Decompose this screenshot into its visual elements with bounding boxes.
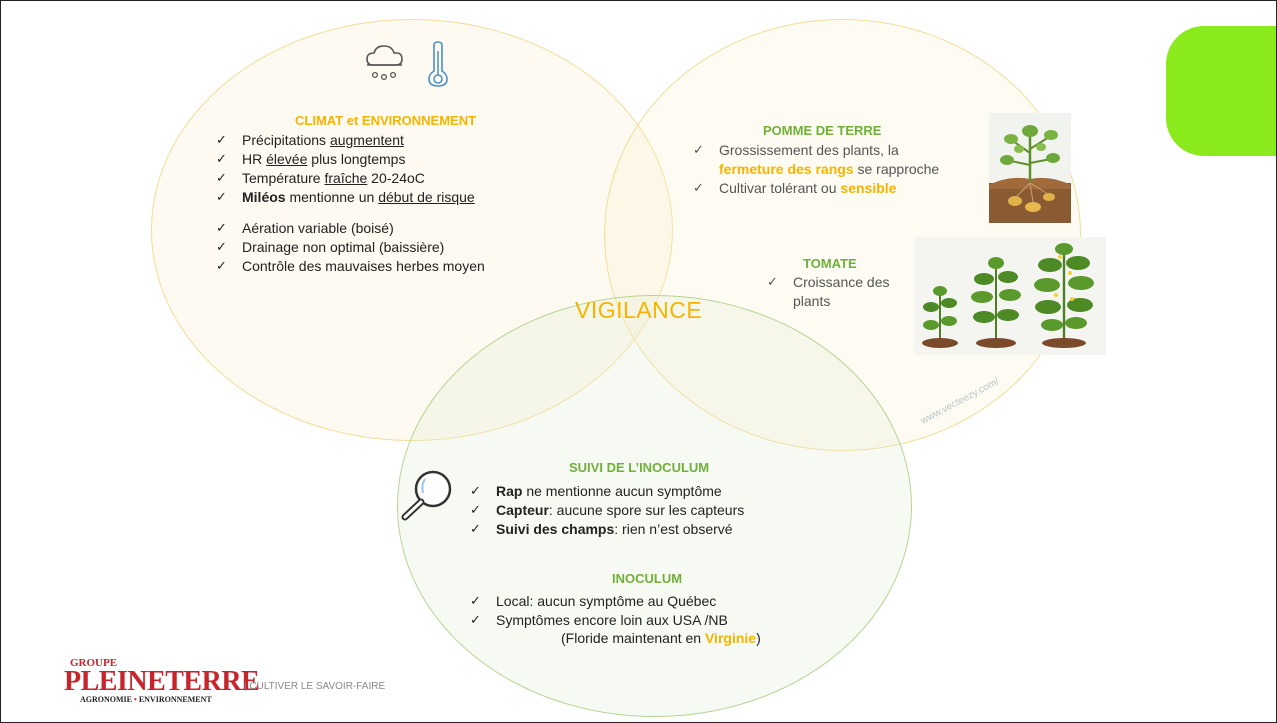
climat-item-mauvaises-herbes: Contrôle des mauvaises herbes moyen bbox=[214, 257, 485, 276]
tagline: | CULTIVER LE SAVOIR-FAIRE bbox=[244, 681, 386, 692]
climat-heading: CLIMAT et ENVIRONNEMENT bbox=[295, 113, 477, 128]
suivi-heading: SUIVI DE L’INOCULUM bbox=[569, 460, 710, 475]
climat-item-drainage: Drainage non optimal (baissière) bbox=[214, 238, 485, 257]
climat-item-temperature: Température fraîche 20-24oC bbox=[214, 169, 485, 188]
suivi-item-champs: Suivi des champs: rien n’est observé bbox=[468, 520, 744, 539]
inoculum-note: (Floride maintenant en Virginie) bbox=[561, 630, 761, 646]
pomme-item-cultivar: Cultivar tolérant ou sensible bbox=[691, 179, 939, 198]
tomato-plant-large bbox=[1034, 243, 1094, 348]
pomme-heading: POMME DE TERRE bbox=[763, 123, 882, 138]
vigilance-label: VIGILANCE bbox=[575, 297, 703, 323]
inoculum-item-usa: Symptômes encore loin aux USA /NB bbox=[468, 611, 728, 630]
rain-cloud-icon bbox=[366, 45, 403, 81]
inoculum-list: Local: aucun symptôme au Québec Symptôme… bbox=[468, 592, 728, 630]
suivi-item-capteur: Capteur: aucune spore sur les capteurs bbox=[468, 501, 744, 520]
climat-item-precipitations: Précipitations augmentent bbox=[214, 131, 485, 150]
tomato-plant-medium bbox=[971, 257, 1021, 348]
climat-list: Précipitations augmentent HR élevée plus… bbox=[214, 131, 485, 276]
thermometer-icon bbox=[428, 41, 448, 87]
logo-groupe: GROUPE bbox=[70, 657, 118, 669]
climat-item-mileos: Miléos mentionne un début de risque bbox=[214, 188, 485, 207]
climat-item-hr: HR élevée plus longtemps bbox=[214, 150, 485, 169]
list-spacer bbox=[214, 207, 485, 219]
inoculum-heading: INOCULUM bbox=[612, 571, 683, 586]
green-corner-tab bbox=[1166, 26, 1276, 156]
potato-plant-illustration bbox=[989, 113, 1071, 223]
tomate-list: Croissance des plants bbox=[765, 273, 890, 311]
tomate-item-croissance: Croissance des bbox=[765, 273, 890, 292]
tomato-plant-small bbox=[922, 286, 958, 348]
logo-name: PLEINETERRE bbox=[64, 666, 260, 697]
pomme-list: Grossissement des plants, la fermeture d… bbox=[691, 141, 939, 198]
pomme-item-grossissement-cont: fermeture des rangs se rapproche bbox=[719, 161, 940, 177]
tomate-heading: TOMATE bbox=[803, 256, 857, 271]
climat-item-aeration: Aération variable (boisé) bbox=[214, 219, 485, 238]
tomate-item-croissance-cont: plants bbox=[793, 293, 831, 309]
tomato-plants-illustration bbox=[914, 237, 1106, 355]
pomme-item-grossissement: Grossissement des plants, la bbox=[691, 141, 939, 160]
suivi-item-rap: Rap ne mentionne aucun symptôme bbox=[468, 482, 744, 501]
pleineterre-logo: GROUPE PLEINETERRE AGRONOMIE • ENVIRONNE… bbox=[64, 657, 260, 705]
logo-subtitle: AGRONOMIE • ENVIRONNEMENT bbox=[80, 695, 212, 704]
inoculum-item-local: Local: aucun symptôme au Québec bbox=[468, 592, 728, 611]
magnifier-icon bbox=[401, 470, 452, 521]
suivi-list: Rap ne mentionne aucun symptôme Capteur:… bbox=[468, 482, 744, 539]
